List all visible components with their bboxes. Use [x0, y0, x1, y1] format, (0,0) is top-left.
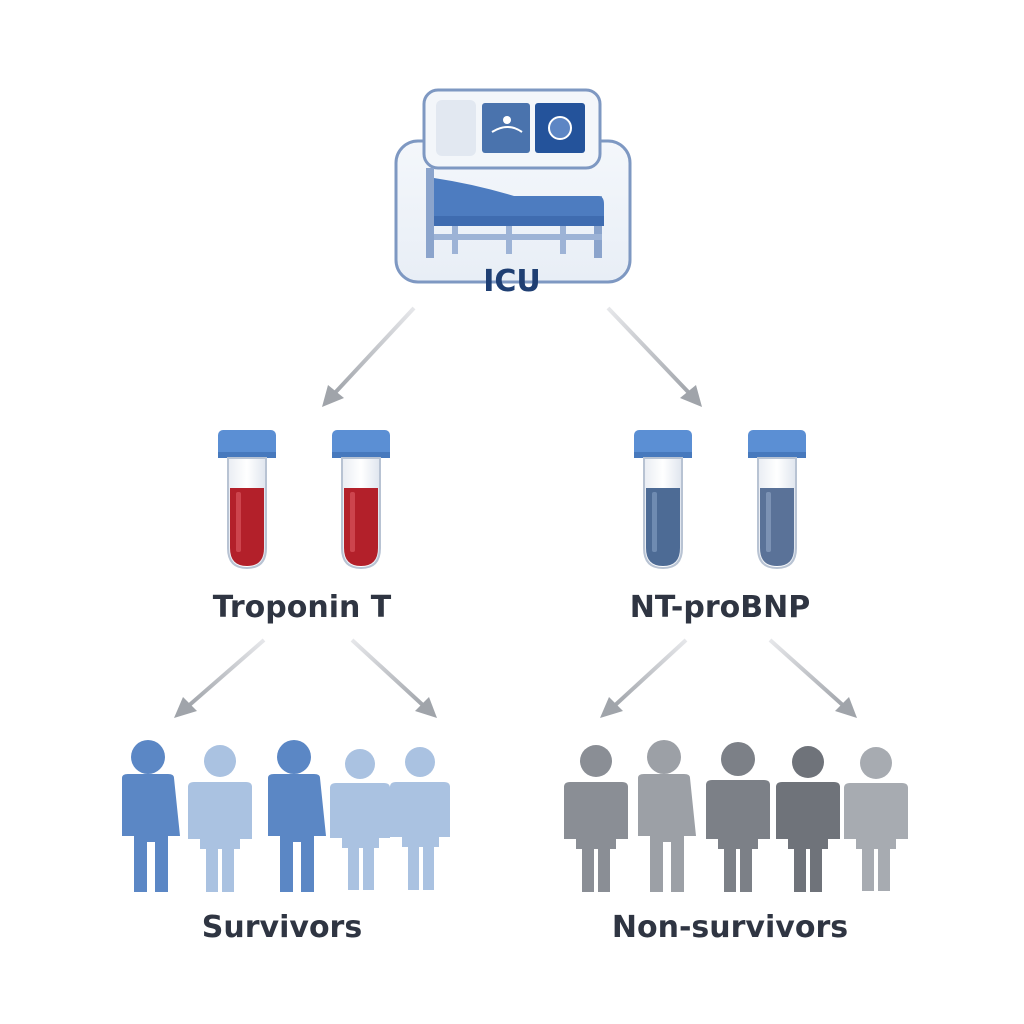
hospital-bed-icon [426, 168, 604, 258]
patient-screen-icon [535, 103, 585, 153]
troponin-tube-1 [218, 430, 276, 570]
ntprobnp-label: NT-proBNP [629, 590, 811, 625]
nonsurvivors-group [564, 740, 908, 892]
person-icon [564, 745, 628, 892]
person-icon [844, 747, 908, 891]
person-icon [638, 740, 696, 892]
person-icon [330, 749, 390, 890]
ntprobnp-tube-1 [634, 430, 692, 570]
arrow-troponin-to-survivors [174, 638, 266, 718]
survivors-group [122, 740, 450, 892]
troponin-label: Troponin T [212, 590, 392, 625]
arrow-icu-to-troponin [322, 306, 416, 407]
icu-card [394, 88, 632, 284]
arrow-ntprobnp-to-nonsurvivors [600, 638, 688, 718]
icu-label: ICU [483, 264, 541, 299]
heart-monitor-icon [482, 103, 530, 153]
arrow-icu-to-ntprobnp [606, 306, 702, 407]
arrow-ntprobnp-to-nonsurvivors-2 [768, 638, 857, 718]
person-icon [390, 747, 450, 890]
person-icon [776, 746, 840, 892]
person-icon [706, 742, 770, 892]
ntprobnp-tube-2 [748, 430, 806, 570]
nonsurvivors-label: Non-survivors [611, 910, 849, 945]
arrow-troponin-to-survivors-2 [350, 638, 437, 718]
person-icon [122, 740, 180, 892]
survivors-label: Survivors [201, 910, 363, 945]
person-icon [188, 745, 252, 892]
troponin-tube-2 [332, 430, 390, 570]
person-icon [268, 740, 326, 892]
